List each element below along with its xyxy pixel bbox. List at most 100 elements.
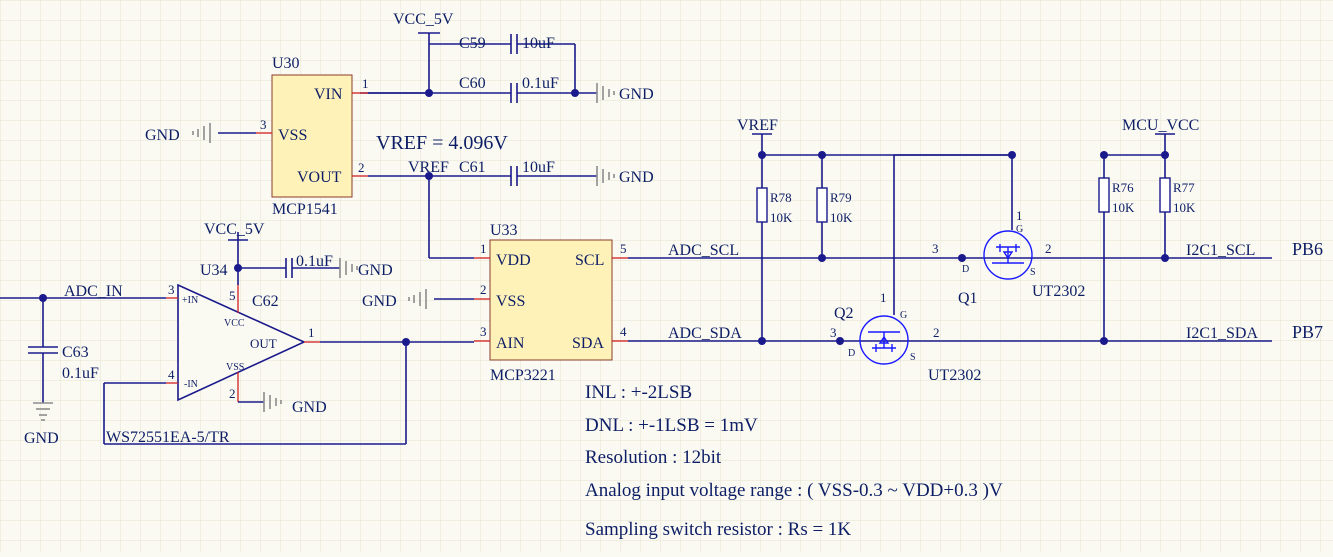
r78-resistor xyxy=(756,187,768,223)
r76-resistor xyxy=(1098,177,1110,213)
u34-pin-2: 2 xyxy=(229,386,236,401)
adc-scl-label: ADC_SCL xyxy=(668,242,739,259)
junction-dot xyxy=(758,151,766,159)
note-resolution: Resolution : 12bit xyxy=(585,447,722,468)
c62-capacitor xyxy=(285,258,358,278)
q1-g-label: G xyxy=(1016,224,1023,235)
vcc-op-label: VCC_5V xyxy=(204,221,265,238)
u34-part-label: WS72551EA-5/TR xyxy=(106,429,230,446)
r76-value: 10K xyxy=(1112,200,1135,215)
c59-capacitor xyxy=(429,34,576,93)
c61-value: 10uF xyxy=(522,159,555,176)
q2-s-label: S xyxy=(910,352,916,363)
q2-d-label: D xyxy=(848,348,855,359)
r77-label: R77 xyxy=(1173,180,1195,195)
u33-pin-3: 3 xyxy=(480,324,487,339)
r79-label: R79 xyxy=(830,190,852,205)
vref-net-label: VREF xyxy=(408,159,449,176)
gnd-label: GND xyxy=(358,262,393,279)
gnd-symbol-u34 xyxy=(238,392,282,412)
gnd-label: GND xyxy=(24,430,59,447)
u34-pin-1: 1 xyxy=(308,325,315,340)
q2-mosfet xyxy=(859,315,909,365)
u30-vout-pin: VOUT xyxy=(297,169,342,186)
vref-note: VREF = 4.096V xyxy=(376,132,508,154)
u30-pin-3: 3 xyxy=(260,117,267,132)
pb7-label: PB7 xyxy=(1292,322,1323,342)
q1-s-label: S xyxy=(1030,267,1036,278)
u34-out: OUT xyxy=(250,336,277,351)
r77-value: 10K xyxy=(1173,200,1196,215)
gnd-symbol-u30 xyxy=(192,123,256,143)
note-input-range: Analog input voltage range : ( VSS-0.3 ~… xyxy=(585,480,1003,501)
gnd-label: GND xyxy=(362,293,397,310)
junction-dot xyxy=(818,254,826,262)
gnd-label: GND xyxy=(292,399,327,416)
gnd-label: GND xyxy=(619,169,654,186)
q2-part-label: UT2302 xyxy=(928,367,981,384)
u33-scl-pin: SCL xyxy=(575,252,604,269)
q1-d-label: D xyxy=(962,264,969,275)
c59-value: 10uF xyxy=(522,35,555,52)
c63-label: C63 xyxy=(62,344,89,361)
junction-dot xyxy=(1100,151,1108,159)
u34-label: U34 xyxy=(200,262,228,279)
u33-vdd-pin: VDD xyxy=(496,252,531,269)
junction-dot xyxy=(958,254,966,262)
q1-mosfet xyxy=(983,230,1033,280)
c60-label: C60 xyxy=(459,75,486,92)
adc-sda-label: ADC_SDA xyxy=(668,325,742,342)
c59-label: C59 xyxy=(459,35,486,52)
note-dnl: DNL : +-1LSB = 1mV xyxy=(585,415,758,436)
u33-ain-pin: AIN xyxy=(496,335,525,352)
note-inl: INL : +-2LSB xyxy=(585,382,692,403)
junction-dot xyxy=(1100,337,1108,345)
u34-opamp-body xyxy=(177,283,306,402)
u33-pin-4: 4 xyxy=(620,324,627,339)
q1-part-label: UT2302 xyxy=(1032,283,1085,300)
q1-pin-2: 2 xyxy=(1045,241,1052,256)
u33-body xyxy=(489,239,613,361)
q2-pin-2: 2 xyxy=(933,325,940,340)
u33-vss-pin: VSS xyxy=(496,293,525,310)
c63-value: 0.1uF xyxy=(62,365,99,382)
u34-pin-3: 3 xyxy=(168,282,175,297)
junction-dot xyxy=(1161,254,1169,262)
vcc-top-label: VCC_5V xyxy=(393,11,454,28)
r79-resistor xyxy=(816,187,828,223)
u34-pin-4: 4 xyxy=(168,367,175,382)
u30-vin-pin: VIN xyxy=(314,86,343,103)
u33-sda-pin: SDA xyxy=(572,335,604,352)
i2c-sda-label: I2C1_SDA xyxy=(1186,325,1258,342)
q2-label: Q2 xyxy=(834,305,854,322)
gnd-label: GND xyxy=(145,127,180,144)
u30-body xyxy=(271,74,353,198)
u34-in-n: -IN xyxy=(184,379,198,390)
c60-value: 0.1uF xyxy=(522,75,559,92)
i2c-scl-label: I2C1_SCL xyxy=(1186,242,1255,259)
c61-label: C61 xyxy=(459,159,486,176)
mcu-vcc-label: MCU_VCC xyxy=(1122,117,1199,134)
vref-power-label: VREF xyxy=(737,117,778,134)
q2-pin-1: 1 xyxy=(880,290,887,305)
c63-capacitor xyxy=(28,346,58,403)
c61-capacitor xyxy=(510,166,597,186)
u33-pin-5: 5 xyxy=(620,241,627,256)
r78-value: 10K xyxy=(770,210,793,225)
gnd-symbol-c63 xyxy=(33,402,53,421)
u33-label: U33 xyxy=(490,222,518,239)
note-sampling-switch: Sampling switch resistor : Rs = 1K xyxy=(585,519,851,540)
u30-part-label: MCP1541 xyxy=(272,201,338,218)
q2-g-label: G xyxy=(900,310,907,321)
junction-dot xyxy=(234,264,242,272)
q2-pin-3: 3 xyxy=(830,325,837,340)
gnd-symbol-c61 xyxy=(596,166,615,186)
junction-dot xyxy=(1161,151,1169,159)
pb6-label: PB6 xyxy=(1292,239,1323,259)
gnd-label: GND xyxy=(619,86,654,103)
u34-in-p: +IN xyxy=(182,295,198,306)
vcc-top-supply xyxy=(418,32,440,95)
